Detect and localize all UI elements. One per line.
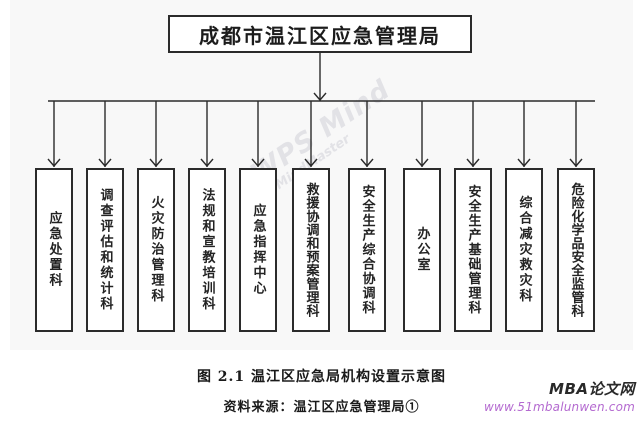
department-box: 法规和宣教培训科 bbox=[188, 168, 226, 332]
department-box: 调查评估和统计科 bbox=[86, 168, 124, 332]
department-label: 综合减灾救灾科 bbox=[516, 195, 532, 305]
brand-watermark: MBA论文网 www.51mbalunwen.com bbox=[484, 379, 635, 415]
brand-watermark-url: www.51mbalunwen.com bbox=[483, 399, 635, 414]
department-label: 救援协调和预案管理科 bbox=[303, 182, 319, 318]
department-label: 火灾防治管理科 bbox=[148, 195, 164, 305]
department-label: 应急指挥中心 bbox=[250, 203, 266, 297]
department-box: 安全生产基础管理科 bbox=[454, 168, 492, 332]
department-box: 安全生产综合协调科 bbox=[348, 168, 386, 332]
department-box: 应急处置科 bbox=[35, 168, 73, 332]
department-label: 安全生产综合协调科 bbox=[359, 184, 375, 316]
department-label: 办公室 bbox=[414, 226, 430, 274]
department-box: 应急指挥中心 bbox=[239, 168, 277, 332]
figure-caption: 图 2.1 温江区应急局机构设置示意图 bbox=[196, 369, 447, 385]
department-label: 安全生产基础管理科 bbox=[465, 184, 481, 316]
department-box: 危险化学品安全监管科 bbox=[557, 168, 595, 332]
department-label: 危险化学品安全监管科 bbox=[568, 182, 584, 318]
department-box: 综合减灾救灾科 bbox=[505, 168, 543, 332]
department-label: 调查评估和统计科 bbox=[97, 188, 113, 312]
department-box: 火灾防治管理科 bbox=[137, 168, 175, 332]
org-root-box: 成都市温江区应急管理局 bbox=[168, 15, 472, 53]
department-label: 法规和宣教培训科 bbox=[199, 188, 215, 312]
org-root-label: 成都市温江区应急管理局 bbox=[199, 23, 441, 48]
department-label: 应急处置科 bbox=[46, 211, 62, 289]
department-box: 办公室 bbox=[403, 168, 441, 332]
brand-watermark-name: MBA论文网 bbox=[549, 379, 635, 398]
department-box: 救援协调和预案管理科 bbox=[292, 168, 330, 332]
figure-source: 资料来源：温江区应急管理局① bbox=[223, 400, 420, 415]
